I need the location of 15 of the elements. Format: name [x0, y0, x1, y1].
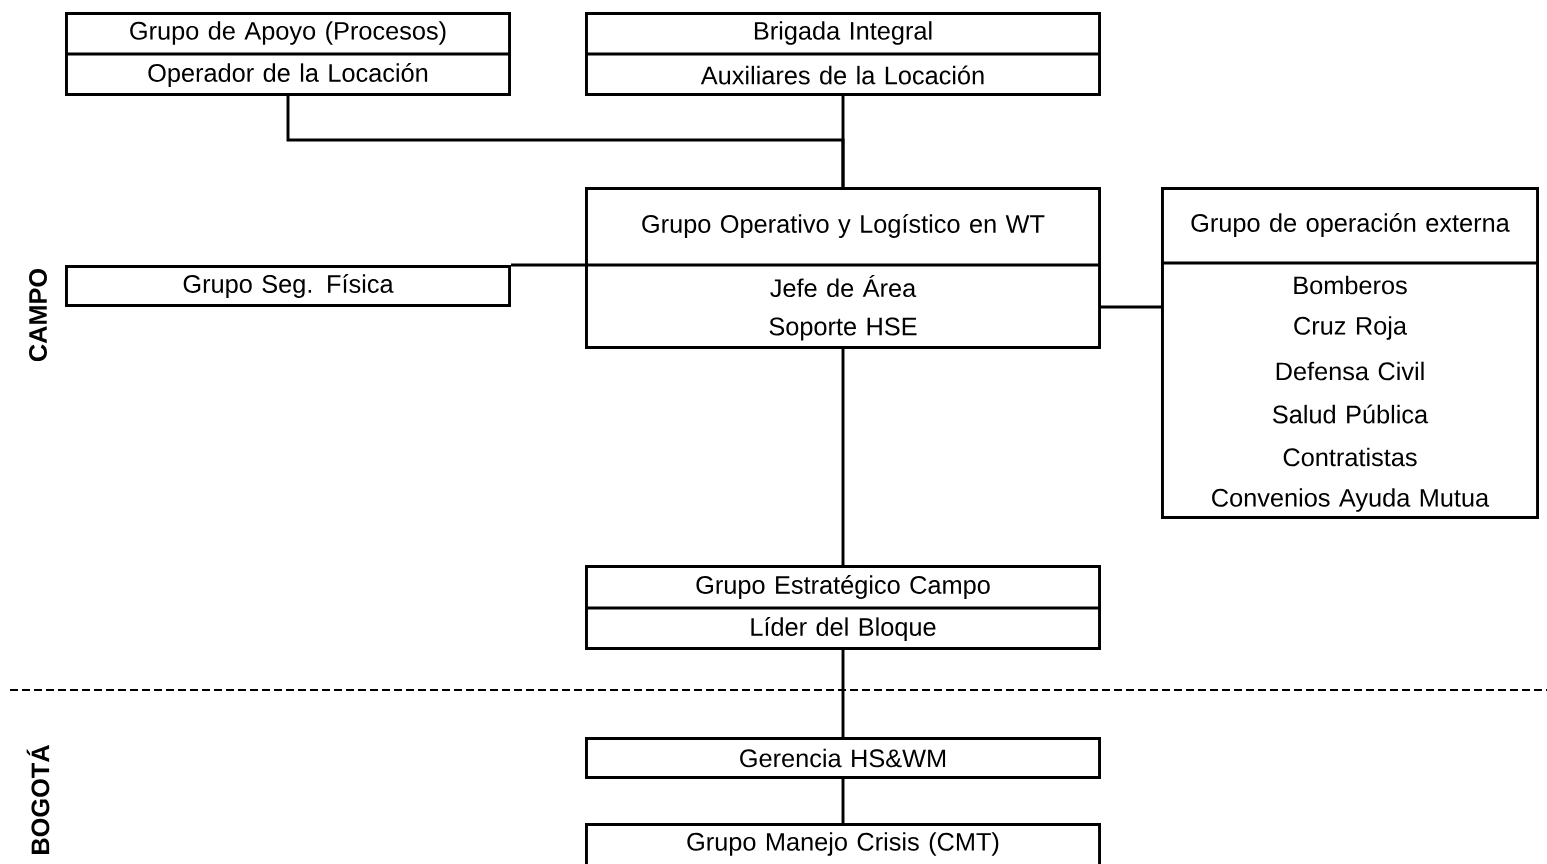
org-box: Grupo Manejo Crisis (CMT) [585, 823, 1101, 864]
org-box: Grupo Estratégico Campo Líder del Bloque [585, 565, 1101, 650]
org-box: Grupo de operación externa Bomberos Cruz Roja Defensa Civil Salud Pública Contratistas Convenios Ayuda Mutua [1161, 187, 1539, 519]
connector-line [841, 650, 845, 737]
org-box: Grupo Seg. Física [65, 265, 511, 307]
section-label: BOGOTÁ [26, 745, 50, 854]
org-box: Grupo de Apoyo (Procesos) Operador de la Locación [65, 12, 511, 96]
connector-line [841, 96, 845, 187]
connector-line [1101, 305, 1161, 309]
org-box: Gerencia HS&WM [585, 737, 1101, 779]
connector-line [841, 349, 845, 565]
org-box: Brigada Integral Auxiliares de la Locación [585, 12, 1101, 96]
connector-line [511, 263, 585, 267]
org-box: Grupo Operativo y Logístico en WT Jefe de Área Soporte HSE [585, 187, 1101, 349]
connector-line [841, 779, 845, 823]
